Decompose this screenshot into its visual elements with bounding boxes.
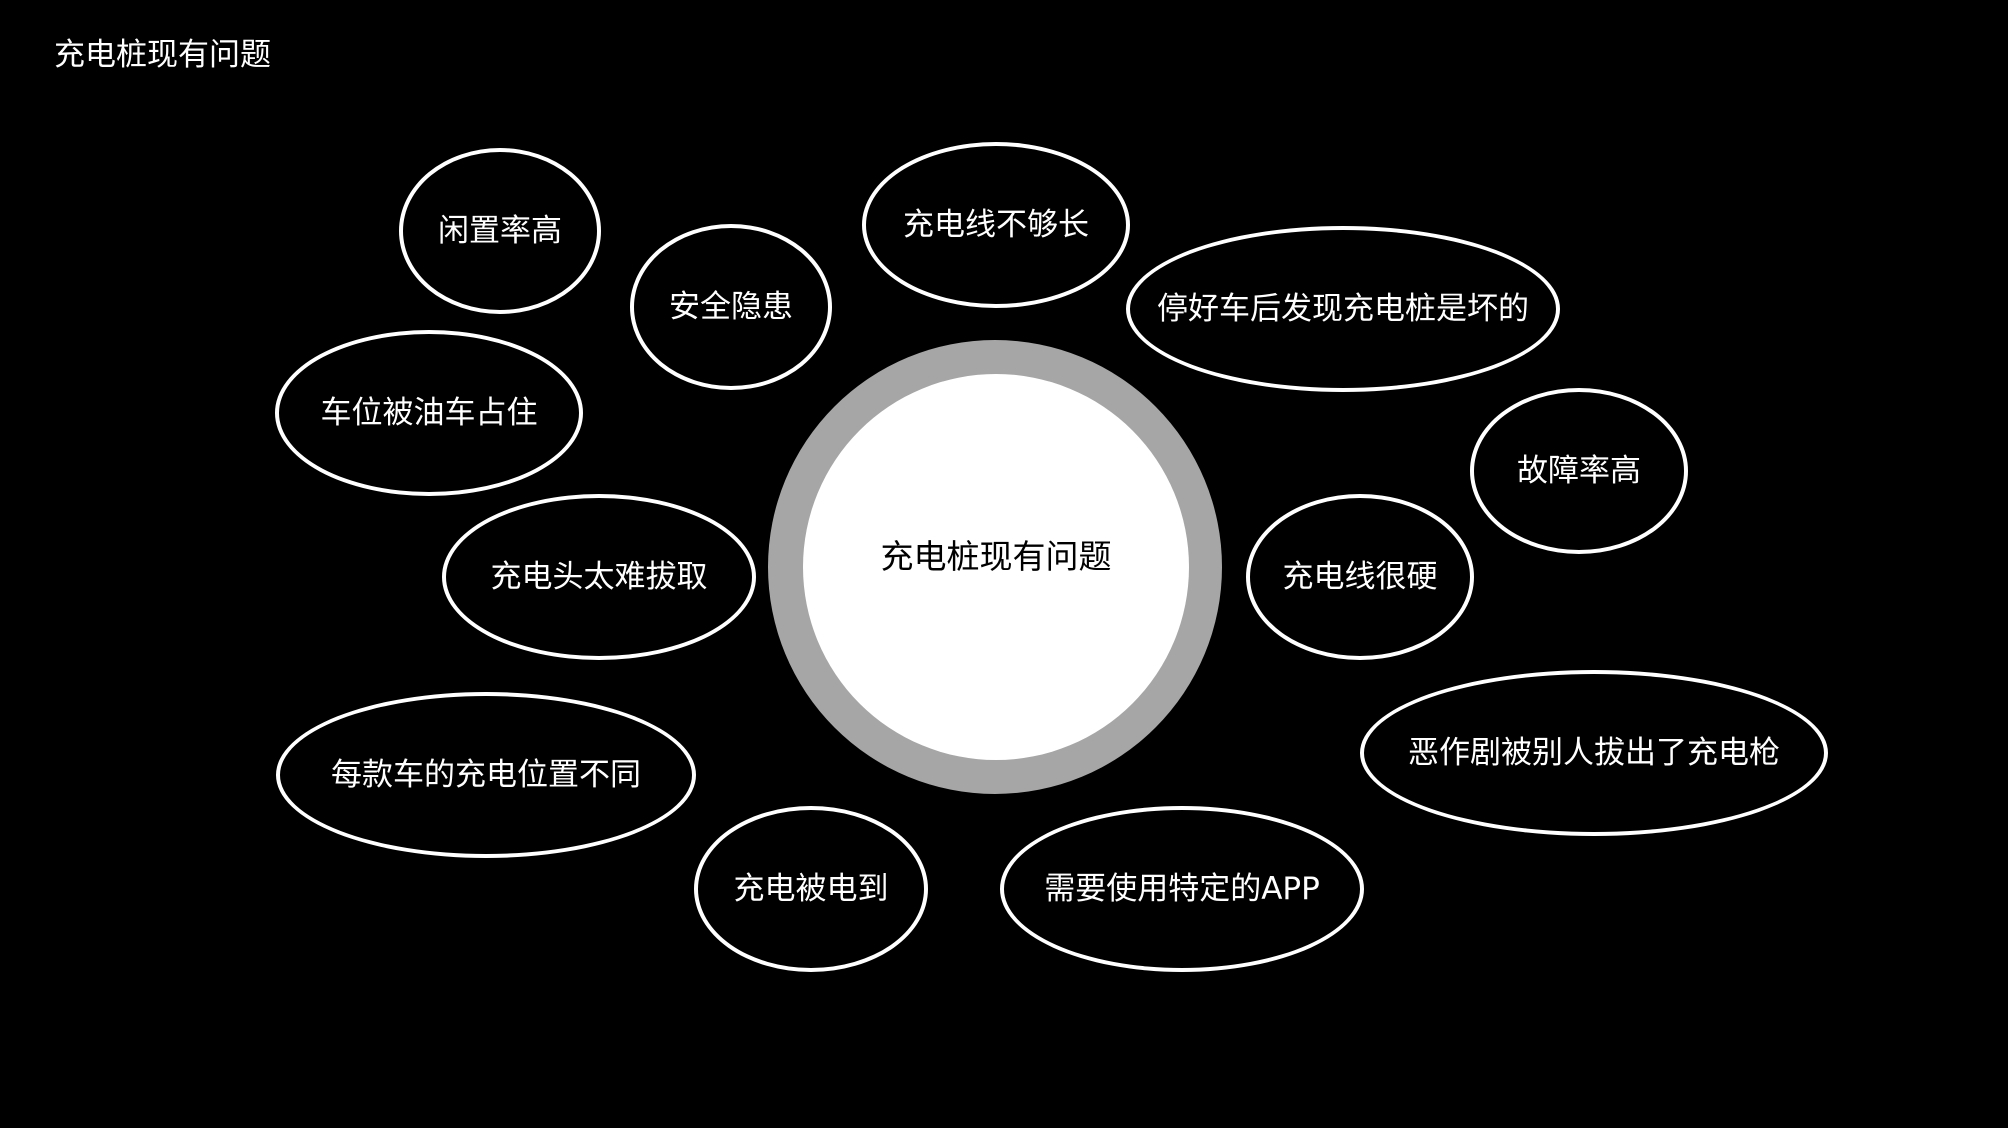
issue-bubble-high-failure-rate: 故障率高	[1470, 388, 1688, 554]
issue-bubble-safety-hazard: 安全隐患	[630, 224, 832, 390]
issue-bubble-charging-port-varies: 每款车的充电位置不同	[276, 692, 696, 858]
issue-bubble-cable-too-stiff: 充电线很硬	[1246, 494, 1474, 660]
issue-bubble-broken-after-parking: 停好车后发现充电桩是坏的	[1126, 226, 1560, 392]
issue-bubble-electric-shock: 充电被电到	[694, 806, 928, 972]
issue-bubble-spot-taken-by-fuel-car: 车位被油车占住	[275, 330, 583, 496]
issue-bubble-cable-too-short: 充电线不够长	[862, 142, 1130, 308]
issue-bubble-requires-specific-app: 需要使用特定的APP	[1000, 806, 1364, 972]
slide-title: 充电桩现有问题	[54, 37, 271, 73]
center-node: 充电桩现有问题	[803, 374, 1189, 760]
issue-bubble-prank-unplugged: 恶作剧被别人拔出了充电枪	[1360, 670, 1828, 836]
issue-bubble-plug-hard-to-remove: 充电头太难拔取	[442, 494, 756, 660]
issue-bubble-idle-rate: 闲置率高	[399, 148, 601, 314]
bottom-strip	[0, 1128, 2008, 1132]
